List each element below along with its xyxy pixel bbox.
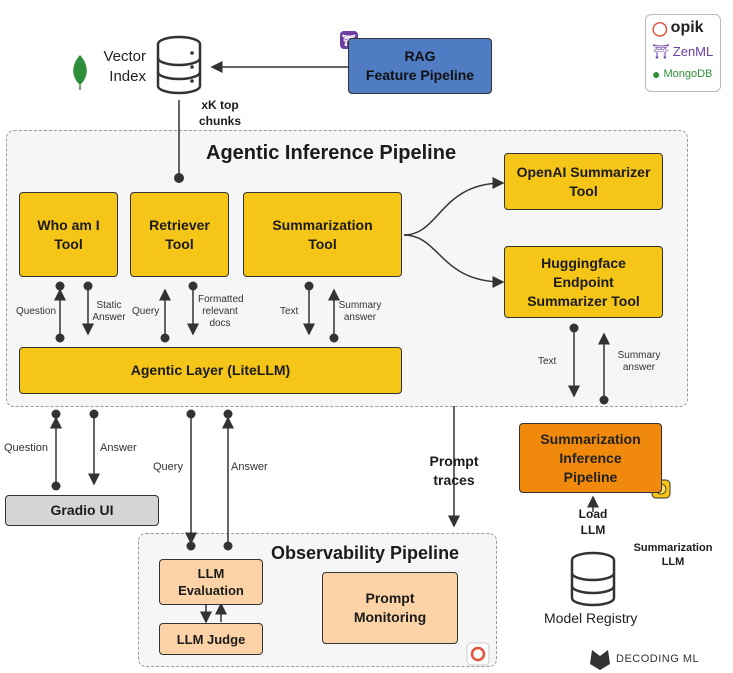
rag-line1: RAG: [404, 48, 436, 64]
xk-line2: chunks: [198, 114, 241, 128]
static-answer-label: Static Answer: [92, 300, 126, 324]
obs-answer-label: Answer: [231, 461, 268, 473]
gradio-ui-box[interactable]: Gradio UI: [5, 495, 159, 526]
who-am-i-line2: Tool: [54, 235, 83, 252]
decoding-ml-label: DECODING ML: [616, 653, 700, 665]
prompt-monitoring-line2: Monitoring: [353, 609, 427, 625]
summary-answer-label: Summary answer: [338, 300, 382, 324]
load-llm-label: Load LLM: [570, 506, 616, 538]
question-label: Question: [16, 306, 57, 317]
agentic-layer-label: Agentic Layer (LiteLLM): [130, 362, 291, 378]
openai-line1: OpenAI Summarizer: [516, 163, 651, 180]
retriever-tool-box[interactable]: Retriever Tool: [130, 192, 229, 277]
summarization-line1: Summarization: [272, 216, 373, 233]
decoding-ml-logo-icon: [590, 650, 610, 670]
llm-eval-line1: LLM: [197, 566, 225, 581]
vector-index-line1: Vector: [103, 48, 146, 65]
gradio-answer-label: Answer: [100, 442, 137, 454]
summary-answer-line2: answer: [343, 312, 377, 323]
query-label-agentic: Query: [132, 306, 160, 317]
zenml-text: ZenML: [672, 44, 714, 59]
summarization-llm-label: Summarization LLM: [624, 541, 722, 569]
llm-judge-label: LLM Judge: [176, 631, 246, 647]
summarization-line2: Tool: [308, 235, 337, 252]
llm-evaluation-box[interactable]: LLM Evaluation: [159, 559, 263, 605]
summary-answer-hf-line1: Summary: [617, 350, 661, 361]
formatted-docs-label: Formatted relevant docs: [198, 294, 244, 330]
xk-line1: xK top: [201, 98, 239, 112]
llm-eval-line2: Evaluation: [178, 583, 244, 598]
prompt-monitoring-line1: Prompt: [365, 590, 415, 606]
formatted-line2: relevant: [202, 306, 238, 317]
llm-judge-box[interactable]: LLM Judge: [159, 623, 263, 655]
sum-llm-line1: Summarization: [633, 542, 713, 554]
opik-icon: ◯: [652, 19, 668, 36]
openai-line2: Tool: [569, 182, 598, 199]
text-label: Text: [280, 306, 299, 317]
hf-line1: Huggingface: [541, 254, 626, 271]
opik-logo: ◯ opik: [652, 19, 704, 37]
sum-inf-line1: Summarization: [540, 430, 641, 447]
mongodb-text: MongoDB: [663, 68, 713, 80]
database-icon: [156, 35, 202, 95]
obs-query-label: Query: [153, 461, 183, 473]
prompt-traces-line1: Prompt: [429, 453, 479, 469]
who-am-i-tool-box[interactable]: Who am I Tool: [19, 192, 118, 277]
xk-top-chunks-label: xK top chunks: [190, 97, 250, 129]
gradio-label: Gradio UI: [50, 502, 114, 518]
observability-pipeline-title: Observability Pipeline: [271, 543, 460, 563]
static-answer-line1: Static: [96, 300, 122, 311]
model-registry-db-icon: [570, 551, 616, 607]
tech-logos-panel: ◯ opik ⛩ ZenML ● MongoDB: [645, 14, 721, 92]
zenml-logo: ⛩ ZenML: [652, 43, 713, 60]
static-answer-line2: Answer: [92, 312, 126, 323]
retriever-line1: Retriever: [149, 216, 210, 233]
text-label-hf: Text: [538, 356, 557, 367]
agentic-layer-box[interactable]: Agentic Layer (LiteLLM): [19, 347, 402, 394]
rag-line2: Feature Pipeline: [365, 67, 475, 83]
opik-badge-icon: [466, 642, 490, 666]
agentic-pipeline-title: Agentic Inference Pipeline: [206, 142, 457, 164]
summary-answer-label-hf: Summary answer: [615, 350, 663, 374]
model-registry-label: Model Registry: [544, 610, 638, 626]
mongodb-icon: ●: [652, 66, 661, 82]
mongodb-logo: ● MongoDB: [652, 66, 712, 82]
load-llm-line2: LLM: [580, 523, 606, 537]
vector-index-line2: Index: [109, 68, 146, 85]
huggingface-summarizer-tool-box[interactable]: Huggingface Endpoint Summarizer Tool: [504, 246, 663, 318]
retriever-line2: Tool: [165, 235, 194, 252]
formatted-line3: docs: [209, 318, 231, 329]
prompt-traces-line2: traces: [433, 472, 475, 488]
rag-feature-pipeline-box[interactable]: RAG Feature Pipeline: [348, 38, 492, 94]
who-am-i-line1: Who am I: [37, 216, 100, 233]
sum-llm-line2: LLM: [661, 556, 685, 568]
hf-line3: Summarizer Tool: [527, 292, 640, 309]
prompt-traces-label: Prompt traces: [418, 452, 490, 490]
sum-inf-line3: Pipeline: [563, 468, 618, 485]
vector-index-label: Vector Index: [94, 47, 146, 87]
formatted-line1: Formatted: [198, 294, 244, 305]
summarization-tool-box[interactable]: Summarization Tool: [243, 192, 402, 277]
gradio-question-label: Question: [4, 442, 49, 454]
openai-summarizer-tool-box[interactable]: OpenAI Summarizer Tool: [504, 153, 663, 210]
sum-inf-line2: Inference: [559, 449, 622, 466]
summary-answer-hf-line2: answer: [622, 362, 656, 373]
summary-answer-line1: Summary: [338, 300, 382, 311]
load-llm-line1: Load: [578, 507, 608, 521]
zenml-icon: ⛩: [652, 43, 670, 59]
opik-text: opik: [670, 19, 704, 36]
summarization-inference-pipeline-box[interactable]: Summarization Inference Pipeline: [519, 423, 662, 493]
hf-line2: Endpoint: [553, 273, 614, 290]
mongodb-leaf-icon: [73, 55, 87, 85]
prompt-monitoring-box[interactable]: Prompt Monitoring: [322, 572, 458, 644]
